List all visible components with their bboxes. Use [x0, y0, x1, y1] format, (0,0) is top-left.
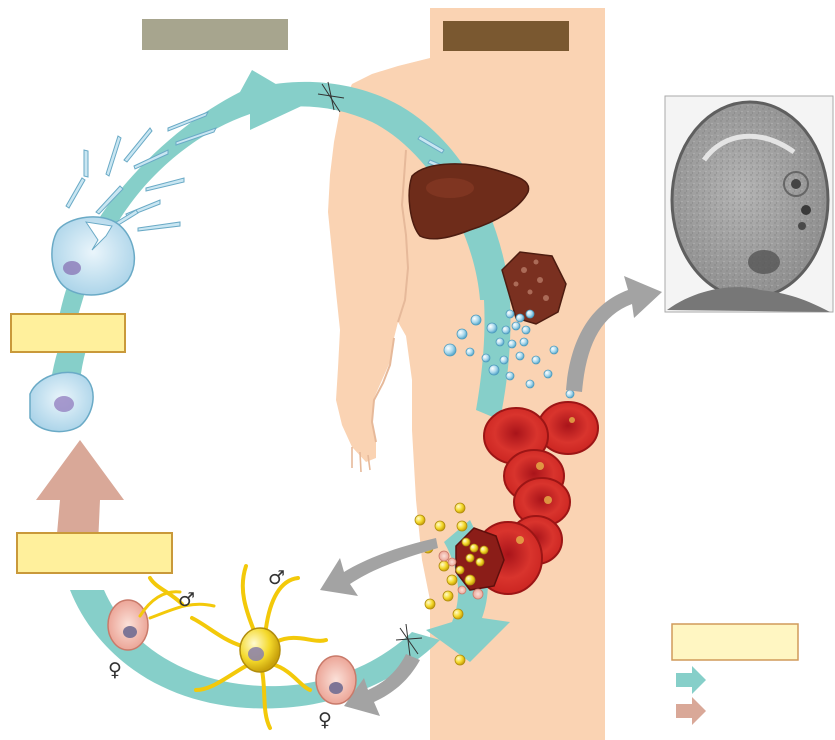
- human-stage-header: [443, 21, 569, 51]
- male-symbol-left: ♂: [178, 589, 195, 611]
- female-symbol-bottom: ♀: [318, 709, 332, 731]
- pink-cycle-arrow: [36, 440, 124, 545]
- female-gametocyte-left: [108, 600, 148, 650]
- female-symbol-left: ♀: [108, 659, 122, 681]
- female-gametocyte-bottom: [316, 656, 356, 704]
- male-gamete-threads: [140, 592, 214, 618]
- oocyst: [52, 217, 134, 295]
- pink-arrow-icon: [676, 697, 706, 725]
- mosquito-stage-header: [142, 19, 288, 50]
- ookinete: [30, 372, 93, 431]
- label-box-left-lower: [17, 533, 172, 573]
- gray-arrow-to-gametes: [320, 538, 438, 596]
- legend-title-box: [672, 624, 798, 660]
- label-box-left-upper: [11, 314, 125, 352]
- electron-micrograph: [665, 96, 833, 312]
- liver-highlight: [426, 178, 474, 198]
- male-symbol-center: ♂: [268, 567, 285, 589]
- teal-arrow-icon: [676, 666, 706, 694]
